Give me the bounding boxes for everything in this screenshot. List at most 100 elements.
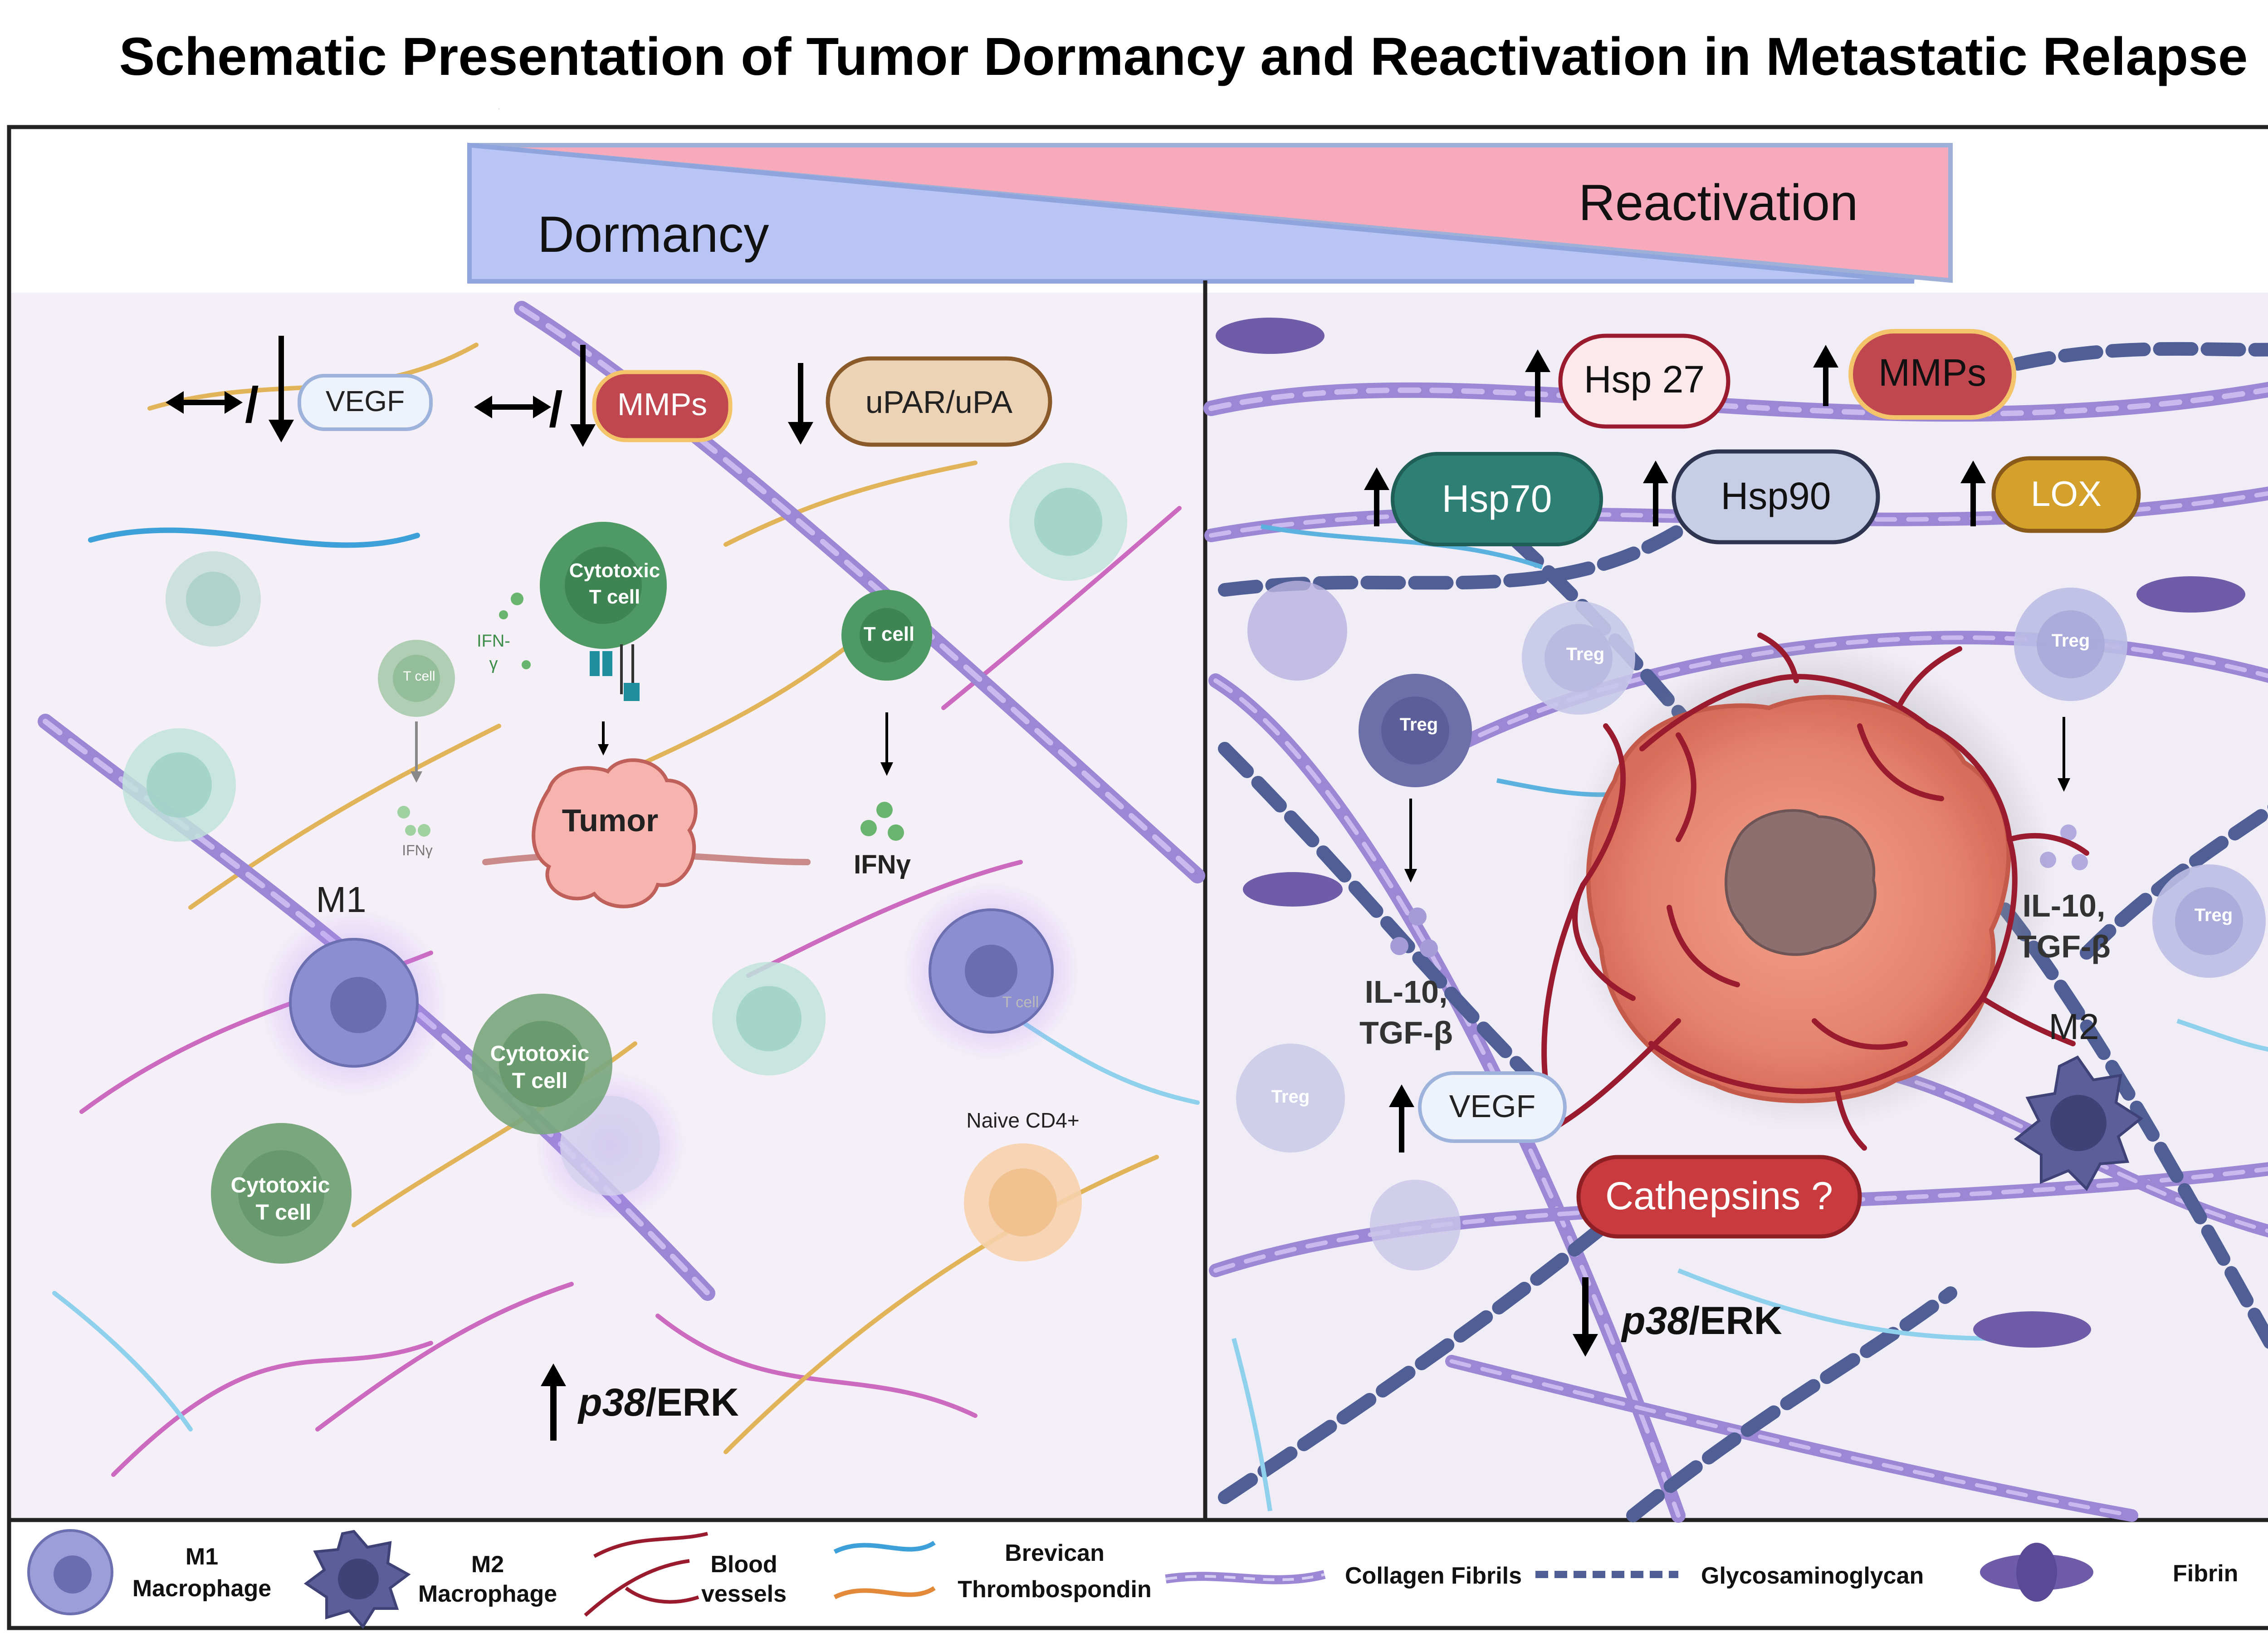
ifn-small-line2: γ (489, 654, 498, 673)
lox-label: LOX (2031, 474, 2102, 514)
faint-teal-cell (186, 572, 240, 626)
ifng-right-label: IFNγ (854, 850, 911, 879)
fibrin (1243, 872, 1343, 907)
legend: M1 Macrophage M2 Macrophage Blood vessel… (27, 1529, 2238, 1629)
cytokine-dot (1420, 939, 1438, 957)
legend-m2-nucleus (338, 1559, 379, 1599)
naive-cd4-label: Naive CD4+ (966, 1108, 1079, 1132)
mmps-label: MMPs (617, 387, 707, 422)
legend-brevican-line1: Brevican (1005, 1540, 1105, 1566)
naive-cd4-cell-nucleus (989, 1168, 1057, 1236)
legend-collagen-icon-strand (1165, 1573, 1325, 1581)
cytokine-dot (1408, 907, 1427, 926)
tumor-body (532, 758, 698, 908)
lox-pill (1991, 456, 2141, 533)
mmps-pill (592, 370, 733, 442)
legend-blood-line1: Blood (710, 1551, 777, 1578)
receptor (590, 651, 600, 676)
m1-nucleus (330, 977, 386, 1033)
ifng-small-label: IFNγ (402, 842, 433, 858)
erk-label: /ERK (1689, 1299, 1782, 1343)
fibrin (2136, 576, 2245, 613)
treg-nucleus (2175, 887, 2243, 955)
cytotoxic-top-line1: Cytotoxic (569, 559, 660, 582)
up-arrow-head (1960, 461, 1986, 483)
tcell-faint-label: T cell (1002, 994, 1039, 1011)
faint-teal-cell (736, 986, 802, 1051)
m1-body (560, 1096, 660, 1196)
legend-brevican-icon (833, 1540, 936, 1554)
legend-m2-line1: M2 (471, 1551, 504, 1578)
hsp90-label: Hsp90 (1721, 475, 1831, 517)
receptor (624, 683, 640, 701)
m2-nucleus (2050, 1095, 2107, 1151)
slash: / (245, 377, 259, 433)
vegf-pill (1418, 1071, 1567, 1143)
up-arrow-head (1813, 345, 1838, 368)
legend-fibrin: Fibrin (2173, 1560, 2238, 1587)
down-arrow-head (788, 422, 813, 445)
m1-macrophage-right: T cell (900, 880, 1082, 1062)
cytotoxic-tcell-nucleus (565, 547, 642, 624)
arrow-head (598, 744, 609, 755)
cytotoxic-tcell-nucleus (499, 1021, 585, 1107)
tumor-nucleus (1725, 809, 1877, 956)
p38-erk-text: p38/ERK (1621, 1299, 1782, 1343)
tcell-right: T cell IFNγ (841, 590, 932, 879)
small-tcell: T cell IFNγ (378, 640, 455, 858)
ifn-dot (418, 824, 430, 837)
mmps-label: MMPs (1878, 351, 1986, 394)
m1-nucleus (965, 945, 1017, 997)
cytokine-dot (2060, 824, 2077, 841)
il10-left-line2: TGF-β (1359, 1015, 1453, 1050)
dormant-tumor: Tumor (532, 758, 698, 908)
arrow-head (2058, 778, 2070, 792)
cytotoxic-mid-line1: Cytotoxic (490, 1042, 590, 1066)
vegf-label: VEGF (1449, 1089, 1536, 1124)
ifn-dot (397, 806, 410, 819)
legend-blood-line2: vessels (701, 1581, 787, 1607)
legend-brevican-line2: Thrombospondin (958, 1576, 1151, 1603)
legend-blood-vessel-icon (584, 1532, 708, 1617)
reactivation-vegf: VEGF (1389, 1071, 1567, 1152)
il10-right-line1: IL-10, (2023, 888, 2106, 923)
up-arrow-head (1643, 461, 1668, 483)
hsp70-label: Hsp70 (1442, 477, 1552, 520)
arrow-head (880, 762, 893, 776)
cytotoxic-tcell-mid: Cytotoxic T cell (472, 994, 612, 1134)
faint-teal-cell (147, 752, 212, 818)
up-arrow-head (1525, 349, 1550, 372)
treg-nucleus (1545, 624, 1613, 692)
treg-label: Treg (1400, 715, 1438, 735)
blood-vessels (1540, 633, 2089, 1151)
legend-m1-nucleus (54, 1555, 92, 1594)
cytotoxic-tcell-low: Cytotoxic T cell (211, 1123, 352, 1264)
il10-right-line2: TGF-β (2017, 929, 2111, 964)
up-arrow-head (1364, 467, 1389, 490)
cytotoxic-tcell-nucleus (238, 1150, 324, 1236)
reactivated-tumor (1540, 633, 2089, 1151)
down-arrow-head (570, 424, 596, 447)
treg-nucleus (2037, 610, 2105, 678)
dormancy-regulators: / VEGF / MMPs uPAR/uPA (166, 336, 1052, 447)
dormancy-faint-cells (122, 463, 1127, 1261)
faint-teal-cell (1034, 488, 1102, 556)
treg-label: Treg (1271, 1087, 1310, 1107)
hsp27-pill (1558, 333, 1730, 429)
mmps-pill (1848, 329, 2016, 420)
fibrin (1973, 1311, 2091, 1348)
vegf-pill (298, 374, 433, 431)
treg-nucleus (1381, 696, 1449, 765)
tumor-label: Tumor (562, 803, 659, 838)
m2-macrophage: M2 (2014, 1006, 2144, 1191)
m1-macrophage-main: M1 (259, 879, 449, 1098)
treg-label: Treg (2195, 905, 2233, 925)
cytotoxic-low-line1: Cytotoxic (231, 1173, 330, 1197)
legend-m2-line2: Macrophage (418, 1581, 557, 1607)
arrow-head (533, 396, 551, 418)
p38-label: p38 (1621, 1299, 1689, 1343)
small-tcell-label: T cell (403, 669, 435, 684)
ifn-dot (511, 593, 523, 605)
slash: / (549, 382, 563, 437)
